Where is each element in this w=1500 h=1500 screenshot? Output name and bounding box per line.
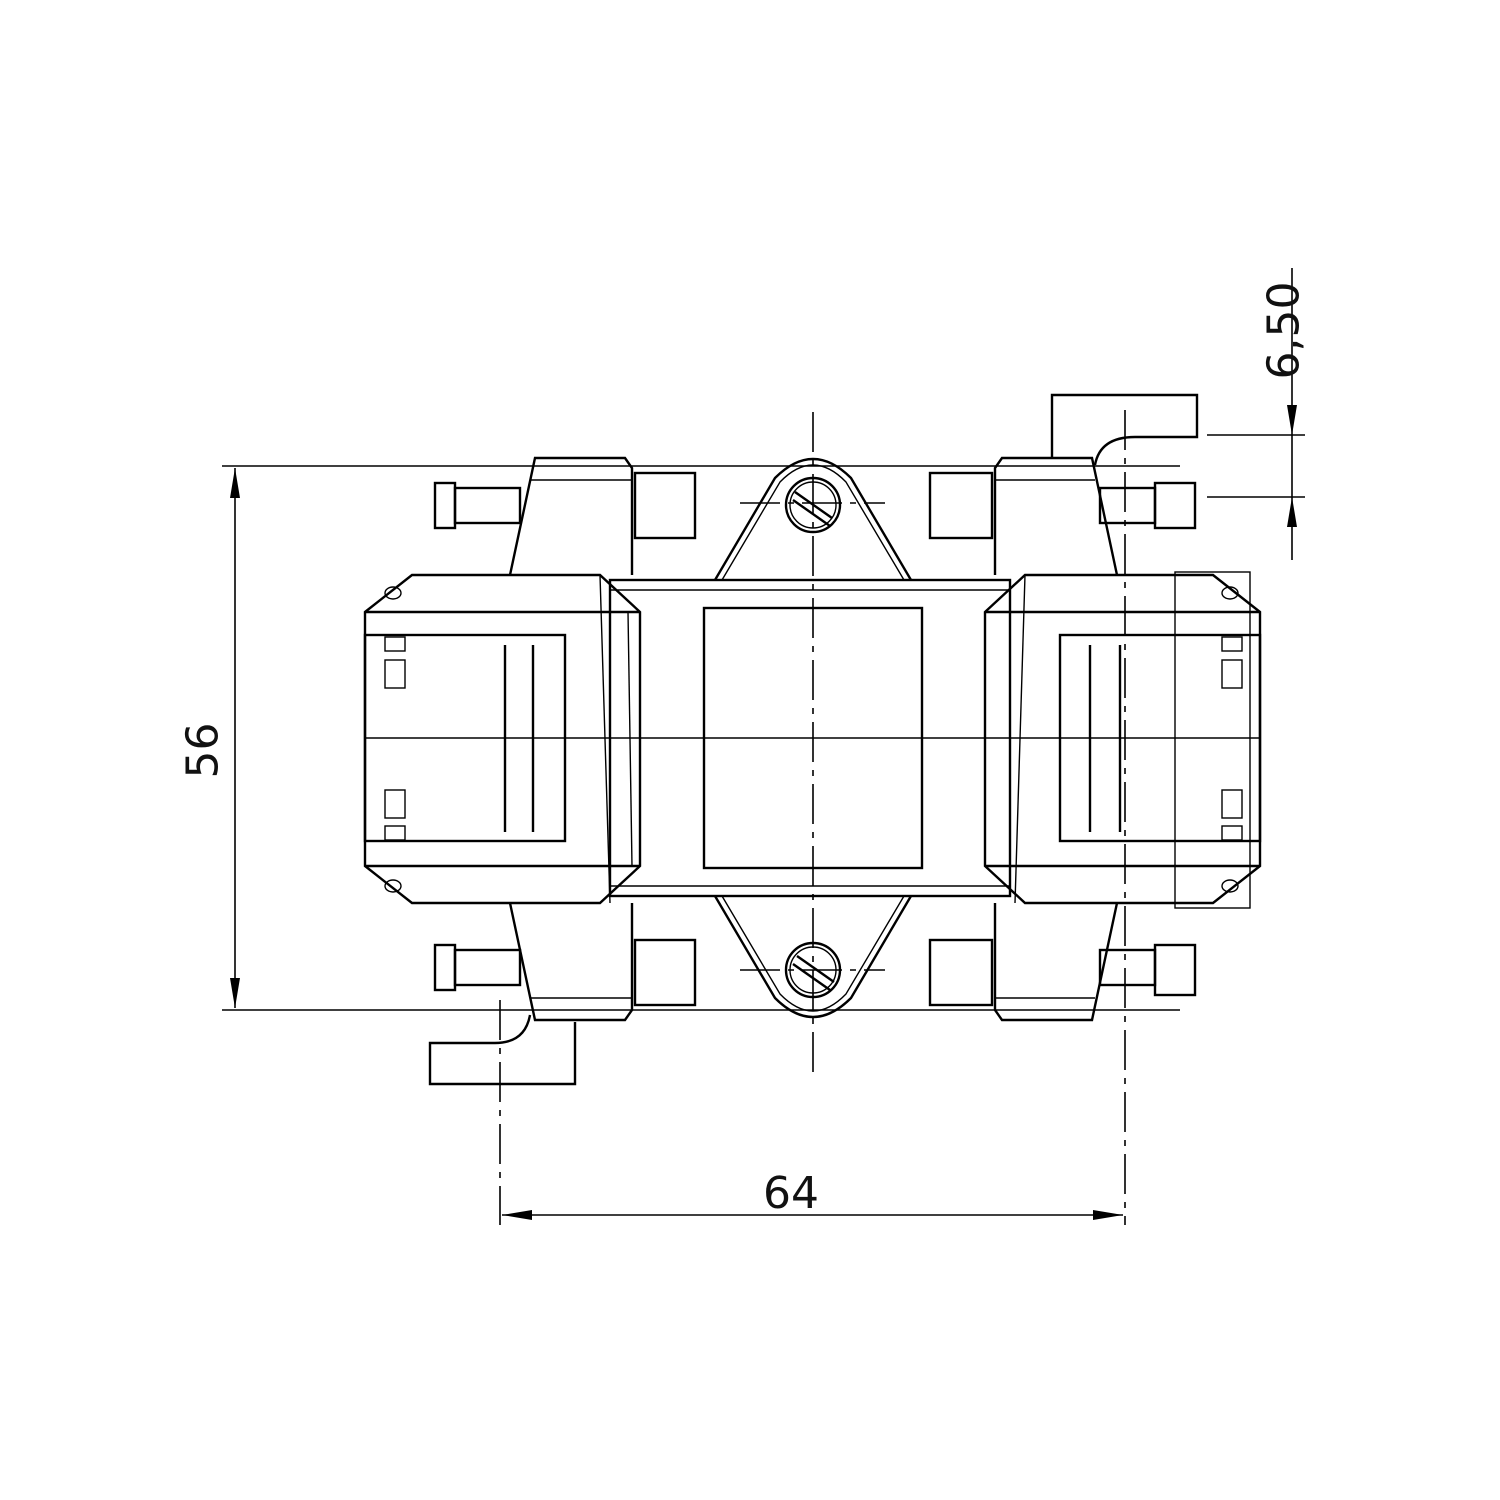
right-core-block — [983, 571, 1262, 909]
clamp-right-top — [928, 456, 1197, 576]
dimension-56 — [222, 465, 1180, 1011]
terminal-tab-bottom-left — [428, 1014, 577, 1086]
clamp-left-top — [433, 456, 697, 576]
dimension-label-terminal-spacing: 64 — [763, 1168, 819, 1219]
dimension-label-terminal-offset: 6,50 — [1258, 281, 1310, 380]
mounting-flange-top — [713, 457, 913, 581]
terminal-tab-top-right — [1050, 393, 1199, 466]
clamp-left-bottom — [433, 902, 697, 1022]
clamp-right-bottom — [928, 902, 1197, 1022]
left-core-block — [363, 573, 642, 905]
mounting-flange-bottom — [713, 895, 913, 1019]
dimension-6-50 — [1207, 268, 1305, 560]
dimension-label-height: 56 — [177, 722, 229, 779]
transformer-body — [608, 578, 1012, 898]
dimension-64 — [502, 1210, 1123, 1220]
